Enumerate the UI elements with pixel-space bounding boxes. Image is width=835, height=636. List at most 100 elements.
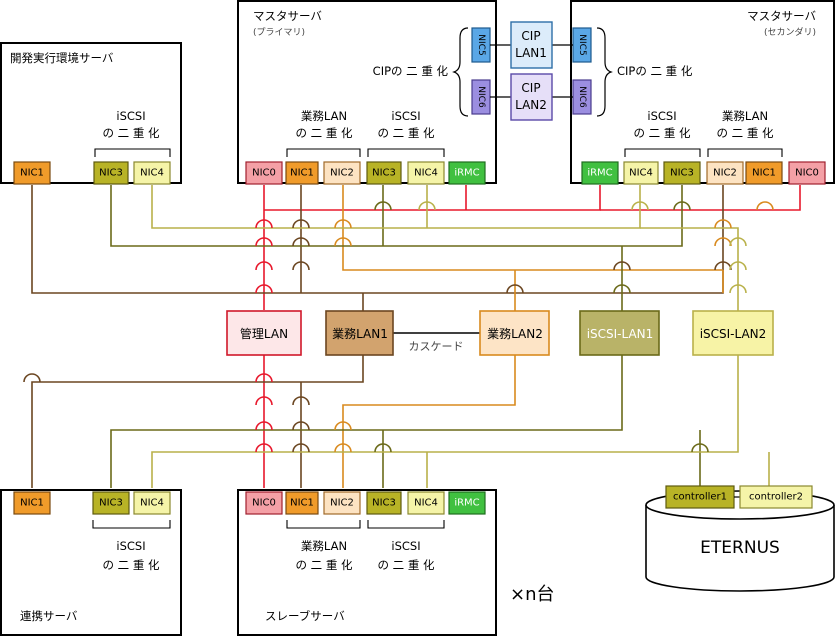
primary-lan-line2: の 二 重 化: [296, 126, 353, 140]
primary-nic1-label: NIC1: [290, 168, 314, 179]
primary-nic6-label: NIC6: [476, 86, 486, 108]
iscsi-lan2-wires: [151, 185, 770, 488]
cip-lan2-line2: LAN2: [515, 98, 547, 112]
secondary-master-nics: iRMC NIC4 NIC3 NIC2 NIC1 NIC0 NIC5 NIC6: [572, 27, 826, 185]
primary-master-subtitle: (プライマリ): [253, 27, 305, 38]
coop-nic3-label: NIC3: [99, 498, 123, 509]
coop-server-title: 連携サーバ: [20, 609, 78, 623]
secondary-nic4-label: NIC4: [629, 168, 653, 179]
dev-nic4-label: NIC4: [140, 168, 164, 179]
primary-master-nics: NIC0 NIC1 NIC2 NIC3 NIC4 iRMC NIC5 NIC6: [245, 27, 491, 185]
secondary-nic0: [788, 161, 826, 185]
primary-lan-line1: 業務LAN: [301, 109, 347, 123]
slave-iscsi-line1: iSCSI: [391, 539, 420, 553]
primary-nic5-label: NIC5: [476, 34, 486, 55]
secondary-nic3: [663, 161, 701, 185]
dev-server-nics: NIC1 NIC3 NIC4: [13, 161, 171, 185]
slave-nic4-label: NIC4: [414, 498, 438, 509]
coop-nic1: [13, 491, 51, 515]
secondary-nic1: [745, 161, 783, 185]
primary-nic0: [245, 161, 283, 185]
slave-irmc: [448, 491, 486, 515]
dev-nic4: [133, 161, 171, 185]
primary-iscsi-line2: の 二 重 化: [378, 126, 435, 140]
primary-nic0-label: NIC0: [252, 168, 276, 179]
slave-nic2: [323, 491, 361, 515]
cip-lan1-line1: CIP: [521, 29, 540, 43]
coop-iscsi-line1: iSCSI: [116, 539, 145, 553]
slave-nic1-label: NIC1: [290, 498, 314, 509]
slave-iscsi-line2: の 二 重 化: [378, 558, 435, 572]
primary-nic4: [407, 161, 445, 185]
coop-iscsi-line2: の 二 重 化: [103, 558, 160, 572]
primary-nic1: [285, 161, 319, 185]
slave-nic2-label: NIC2: [330, 498, 354, 509]
biz-lan2-label: 業務LAN2: [487, 327, 543, 341]
mgmt-lan-label: 管理LAN: [240, 326, 288, 341]
top-group-annotations: iSCSI の 二 重 化 業務LAN の 二 重 化 iSCSI の 二 重 …: [94, 109, 783, 157]
secondary-nic6-label: NIC6: [577, 86, 587, 108]
eternus-storage: ETERNUS controller1 controller2: [645, 485, 835, 592]
coop-nic4: [133, 491, 171, 515]
mgmt-lan-switch: [226, 310, 302, 356]
slave-nic3-label: NIC3: [372, 498, 396, 509]
primary-nic4-label: NIC4: [414, 168, 438, 179]
iscsi-lan1-wires: [110, 185, 701, 488]
secondary-master-title: マスタサーバ: [747, 9, 816, 23]
secondary-nic1-label: NIC1: [752, 168, 776, 179]
primary-nic2-label: NIC2: [330, 168, 354, 179]
dev-nic1: [13, 161, 51, 185]
primary-irmc-label: iRMC: [454, 168, 479, 179]
slave-nic4: [407, 491, 445, 515]
cip-brace-right: [596, 27, 613, 117]
cip-lan2-box: [510, 73, 553, 121]
dev-server-title: 開発実行環境サーバ: [10, 51, 114, 65]
controller2-label: controller2: [749, 492, 803, 503]
cip-brace-left: [452, 27, 469, 117]
secondary-nic5-label: NIC5: [577, 34, 587, 55]
coop-nic3: [92, 491, 130, 515]
iscsi-lan2-switch: [692, 310, 774, 356]
dev-nic3-label: NIC3: [99, 168, 123, 179]
cip-lan-group: CIP LAN1 CIP LAN2 CIPの 二 重 化 CIPの 二 重 化: [373, 21, 693, 121]
iscsi-lan2-label: iSCSI-LAN2: [700, 327, 767, 341]
secondary-nic3-label: NIC3: [670, 168, 694, 179]
biz-lan1-label: 業務LAN1: [332, 327, 388, 341]
dev-iscsi-line1: iSCSI: [116, 109, 145, 123]
cip-lan1-box: [510, 21, 553, 69]
slave-nic0: [245, 491, 283, 515]
primary-master-title: マスタサーバ: [253, 9, 322, 23]
biz-lan1-switch: [325, 310, 394, 356]
biz-lan2-wires: [342, 185, 724, 488]
iscsi-lan1-switch: [579, 310, 660, 356]
slave-nic3: [366, 491, 402, 515]
slave-nic0-label: NIC0: [252, 498, 276, 509]
controller1-label: controller1: [673, 492, 727, 503]
secondary-iscsi-line2: の 二 重 化: [634, 126, 691, 140]
secondary-lan-line2: の 二 重 化: [717, 126, 774, 140]
dev-iscsi-line2: の 二 重 化: [103, 126, 160, 140]
coop-server-nics: NIC1 NIC3 NIC4 iSCSI の 二 重 化: [13, 491, 171, 572]
secondary-irmc: [581, 161, 619, 185]
biz-lan2-switch: [479, 310, 550, 356]
secondary-master-server-box: [570, 0, 835, 184]
cip-dual-label-right: CIPの 二 重 化: [617, 64, 693, 78]
dev-nic1-label: NIC1: [20, 168, 44, 179]
slave-nic1: [285, 491, 319, 515]
primary-nic3: [366, 161, 402, 185]
secondary-lan-line1: 業務LAN: [722, 109, 768, 123]
primary-iscsi-line1: iSCSI: [391, 109, 420, 123]
slave-server-title: スレーブサーバ: [265, 609, 345, 623]
secondary-master-subtitle: (セカンダリ): [764, 26, 816, 38]
slave-irmc-label: iRMC: [454, 498, 479, 509]
cascade-label: カスケード: [409, 340, 464, 353]
switches: 管理LAN 業務LAN1 業務LAN2 カスケード iSCSI-LAN1 iSC…: [226, 310, 774, 356]
primary-master-server-box: [237, 0, 497, 184]
cip-dual-label-left: CIPの 二 重 化: [373, 64, 449, 78]
iscsi-lan1-label: iSCSI-LAN1: [587, 327, 654, 341]
dev-server-box: [0, 42, 182, 184]
slave-lan-line1: 業務LAN: [301, 539, 347, 553]
cip-lan2-line1: CIP: [521, 81, 540, 95]
coop-nic4-label: NIC4: [140, 498, 164, 509]
